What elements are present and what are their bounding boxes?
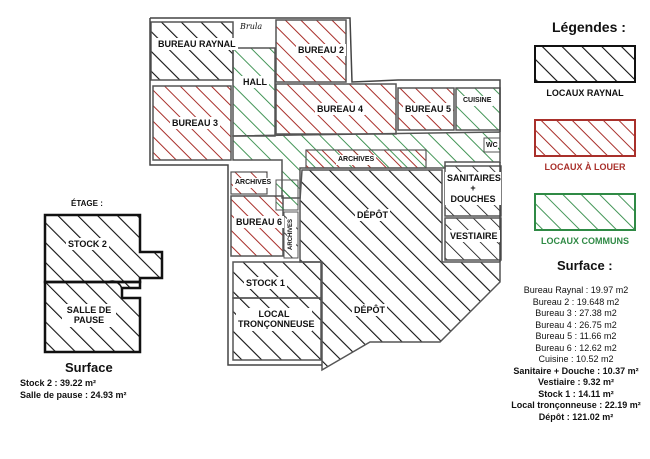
surface-right-title: Surface :: [557, 258, 613, 273]
room-label-bureau-5: BUREAU 5: [403, 103, 454, 116]
legend-swatches: [534, 45, 636, 231]
room-label-sanitaires: SANITAIRES + DOUCHES: [445, 172, 501, 206]
legend-swatch-communs: [534, 193, 636, 231]
room-hall: [232, 47, 276, 137]
surface-line: Bureau 4 : 26.75 m2: [535, 319, 617, 330]
room-label-cuisine: CUISINE: [461, 96, 494, 107]
door-arc: [107, 280, 123, 293]
legend-swatch-a-louer: [534, 119, 636, 157]
room-cuisine: [455, 87, 501, 131]
signature-text: Brula: [240, 22, 263, 31]
room-label-bureau-raynal: BUREAU RAYNAL: [156, 38, 238, 51]
room-label-bureau-4: BUREAU 4: [315, 103, 366, 116]
upper-floor-title: ÉTAGE :: [71, 199, 103, 208]
room-label-vestiaire: VESTIAIRE: [448, 230, 500, 243]
room-label-wc: WC: [486, 142, 498, 151]
surface-line: Sanitaire + Douche : 10.37 m²: [513, 365, 639, 376]
legend-label-raynal: LOCAUX RAYNAL: [546, 88, 624, 98]
room-label-archives-top: ARCHIVES: [336, 155, 377, 166]
room-green-strip: [275, 179, 299, 211]
surface-line: Local tronçonneuse : 22.19 m²: [511, 400, 641, 410]
surface-line: Vestiaire : 9.32 m²: [537, 377, 615, 387]
surface-line: Stock 2 : 39.22 m²: [20, 378, 97, 388]
room-label-depot-top: DÉPÔT: [355, 209, 391, 222]
room-label-hall: HALL: [241, 76, 269, 89]
legend-swatch-raynal: [534, 45, 636, 83]
surface-line: Bureau 3 : 27.38 m2: [535, 308, 617, 318]
surface-left-title: Surface: [65, 360, 113, 375]
room-label-stock-2: STOCK 2: [66, 238, 109, 251]
legend-label-communs: LOCAUX COMMUNS: [541, 236, 629, 246]
surface-line: Salle de pause : 24.93 m²: [20, 389, 127, 400]
room-label-stock-1: STOCK 1: [244, 277, 287, 290]
room-label-bureau-2: BUREAU 2: [296, 44, 347, 57]
room-label-bureau-3: BUREAU 3: [170, 117, 221, 130]
surface-line: Dépôt : 121.02 m²: [538, 411, 614, 422]
surface-line: Bureau 6 : 12.62 m2: [535, 342, 617, 353]
surface-right-list: Bureau Raynal : 19.97 m2 Bureau 2 : 19.6…: [505, 285, 647, 423]
room-label-local-tronconneuse: LOCAL TRONÇONNEUSE: [236, 308, 315, 331]
legend-label-a-louer: LOCAUX À LOUER: [544, 162, 626, 172]
upper-floor-rooms: [43, 213, 164, 354]
surface-left-list: Stock 2 : 39.22 m² Salle de pause : 24.9…: [20, 378, 127, 401]
room-depot: [299, 169, 501, 372]
room-label-depot-bottom: DÉPÔT: [352, 304, 388, 317]
legend-title: Légendes :: [552, 19, 626, 35]
surface-line: Bureau 2 : 19.648 m2: [532, 296, 620, 307]
surface-line: Bureau Raynal : 19.97 m2: [523, 285, 629, 295]
room-label-archives-vertical: ARCHIVES: [287, 216, 296, 252]
room-label-salle-de-pause: SALLE DE PAUSE: [62, 304, 116, 327]
room-bureau-raynal: [150, 21, 234, 81]
surface-line: Cuisine : 10.52 m2: [538, 354, 614, 364]
surface-line: Bureau 5 : 11.66 m2: [535, 331, 617, 341]
room-label-archives-left: ARCHIVES: [233, 178, 274, 189]
room-label-bureau-6: BUREAU 6: [234, 216, 285, 229]
surface-line: Stock 1 : 14.11 m²: [538, 388, 614, 399]
